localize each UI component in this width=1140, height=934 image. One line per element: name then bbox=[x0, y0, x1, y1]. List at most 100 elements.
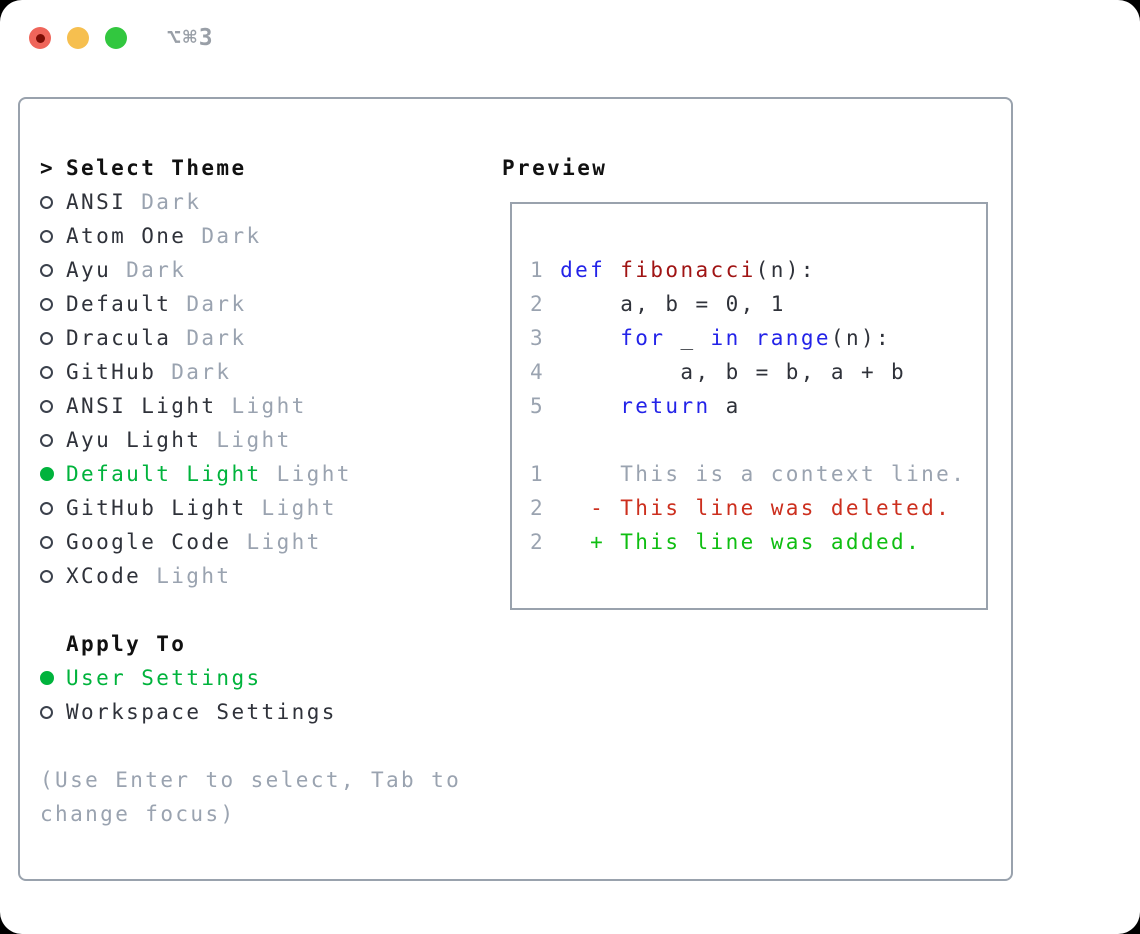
close-dot-icon bbox=[35, 33, 45, 43]
line-number: 2 bbox=[530, 292, 546, 316]
line-number: 1 bbox=[530, 462, 546, 486]
radio-selected-icon bbox=[40, 467, 54, 481]
code-segment: return bbox=[620, 394, 711, 418]
option-variant: Light bbox=[261, 496, 337, 520]
line-number: 3 bbox=[530, 326, 546, 350]
option-label: ANSI bbox=[66, 190, 127, 214]
theme-option[interactable]: Google Code Light bbox=[40, 525, 461, 559]
option-variant: Dark bbox=[186, 292, 247, 316]
apply-option[interactable]: Workspace Settings bbox=[40, 695, 461, 729]
option-variant: Light bbox=[246, 530, 322, 554]
code-segment: a, b = 0, 1 bbox=[545, 292, 786, 316]
code-line: 2 + This line was added. bbox=[530, 525, 966, 559]
option-label: Google Code bbox=[66, 530, 232, 554]
code-line: 3 for _ in range(n): bbox=[530, 321, 966, 355]
line-number: 2 bbox=[530, 530, 546, 554]
spacer bbox=[40, 593, 461, 627]
code-segment: (n): bbox=[755, 258, 816, 282]
radio-icon bbox=[40, 297, 53, 311]
code-segment: for bbox=[620, 326, 666, 350]
line-number: 1 bbox=[530, 258, 546, 282]
radio-selected-icon bbox=[40, 671, 54, 685]
focus-caret-icon: > bbox=[40, 156, 56, 180]
code-line: 2 a, b = 0, 1 bbox=[530, 287, 966, 321]
option-variant: Dark bbox=[171, 360, 232, 384]
radio-icon bbox=[40, 399, 53, 413]
line-number: 4 bbox=[530, 360, 546, 384]
radio-icon bbox=[40, 569, 53, 583]
line-number bbox=[530, 428, 545, 452]
code-segment bbox=[741, 326, 756, 350]
code-segment: (n): bbox=[830, 326, 892, 350]
option-label: Ayu Light bbox=[66, 428, 202, 452]
code-line bbox=[530, 423, 966, 457]
code-line: 5 return a bbox=[530, 389, 966, 423]
theme-option[interactable]: Dracula Dark bbox=[40, 321, 461, 355]
zoom-button[interactable] bbox=[105, 27, 127, 49]
option-label: Dracula bbox=[66, 326, 172, 350]
code-segment: _ bbox=[665, 326, 711, 350]
option-label: Ayu bbox=[66, 258, 112, 282]
spacer bbox=[40, 729, 461, 763]
code-segment: in bbox=[710, 326, 741, 350]
option-variant: Dark bbox=[126, 258, 187, 282]
code-segment bbox=[545, 394, 620, 418]
theme-option[interactable]: Ayu Light Light bbox=[40, 423, 461, 457]
code-segment: def bbox=[560, 258, 606, 282]
preview-title: Preview bbox=[502, 156, 608, 180]
option-label: GitHub bbox=[66, 360, 157, 384]
window-titlebar bbox=[29, 27, 127, 49]
code-line: 2 - This line was deleted. bbox=[530, 491, 966, 525]
code-segment: This is a context line. bbox=[545, 462, 967, 486]
close-button[interactable] bbox=[29, 27, 51, 49]
option-variant: Light bbox=[276, 462, 352, 486]
apply-to-header: Apply To bbox=[40, 627, 461, 661]
code-segment: - This line was deleted. bbox=[545, 496, 952, 520]
option-variant: Light bbox=[216, 428, 292, 452]
theme-option[interactable]: XCode Light bbox=[40, 559, 461, 593]
code-line: 1 def fibonacci(n): bbox=[530, 253, 966, 287]
theme-option[interactable]: Default Light Light bbox=[40, 457, 461, 491]
code-segment: a, b = b, a + b bbox=[545, 360, 907, 384]
code-segment bbox=[545, 258, 560, 282]
theme-option[interactable]: Ayu Dark bbox=[40, 253, 461, 287]
radio-icon bbox=[40, 365, 53, 379]
option-variant: Light bbox=[231, 394, 307, 418]
theme-option[interactable]: ANSI Dark bbox=[40, 185, 461, 219]
option-variant: Dark bbox=[141, 190, 202, 214]
apply-to-title: Apply To bbox=[66, 632, 187, 656]
radio-icon bbox=[40, 501, 53, 515]
code-segment: range bbox=[755, 326, 831, 350]
window-title: ⌥⌘3 bbox=[167, 25, 215, 51]
radio-icon bbox=[40, 195, 53, 209]
theme-option[interactable]: Default Dark bbox=[40, 287, 461, 321]
radio-icon bbox=[40, 229, 53, 243]
minimize-button[interactable] bbox=[67, 27, 89, 49]
radio-icon bbox=[40, 331, 53, 345]
option-label: XCode bbox=[66, 564, 142, 588]
option-variant: Light bbox=[156, 564, 232, 588]
option-label: Default bbox=[66, 292, 172, 316]
apply-option[interactable]: User Settings bbox=[40, 661, 461, 695]
select-theme-header: > Select Theme bbox=[40, 151, 461, 185]
theme-option[interactable]: GitHub Dark bbox=[40, 355, 461, 389]
code-segment: fibonacci bbox=[620, 258, 756, 282]
option-label: User Settings bbox=[66, 666, 262, 690]
radio-icon bbox=[40, 433, 53, 447]
option-variant: Dark bbox=[186, 326, 247, 350]
option-label: Default Light bbox=[66, 462, 262, 486]
line-number: 2 bbox=[530, 496, 546, 520]
radio-icon bbox=[40, 263, 53, 277]
code-segment bbox=[605, 258, 620, 282]
